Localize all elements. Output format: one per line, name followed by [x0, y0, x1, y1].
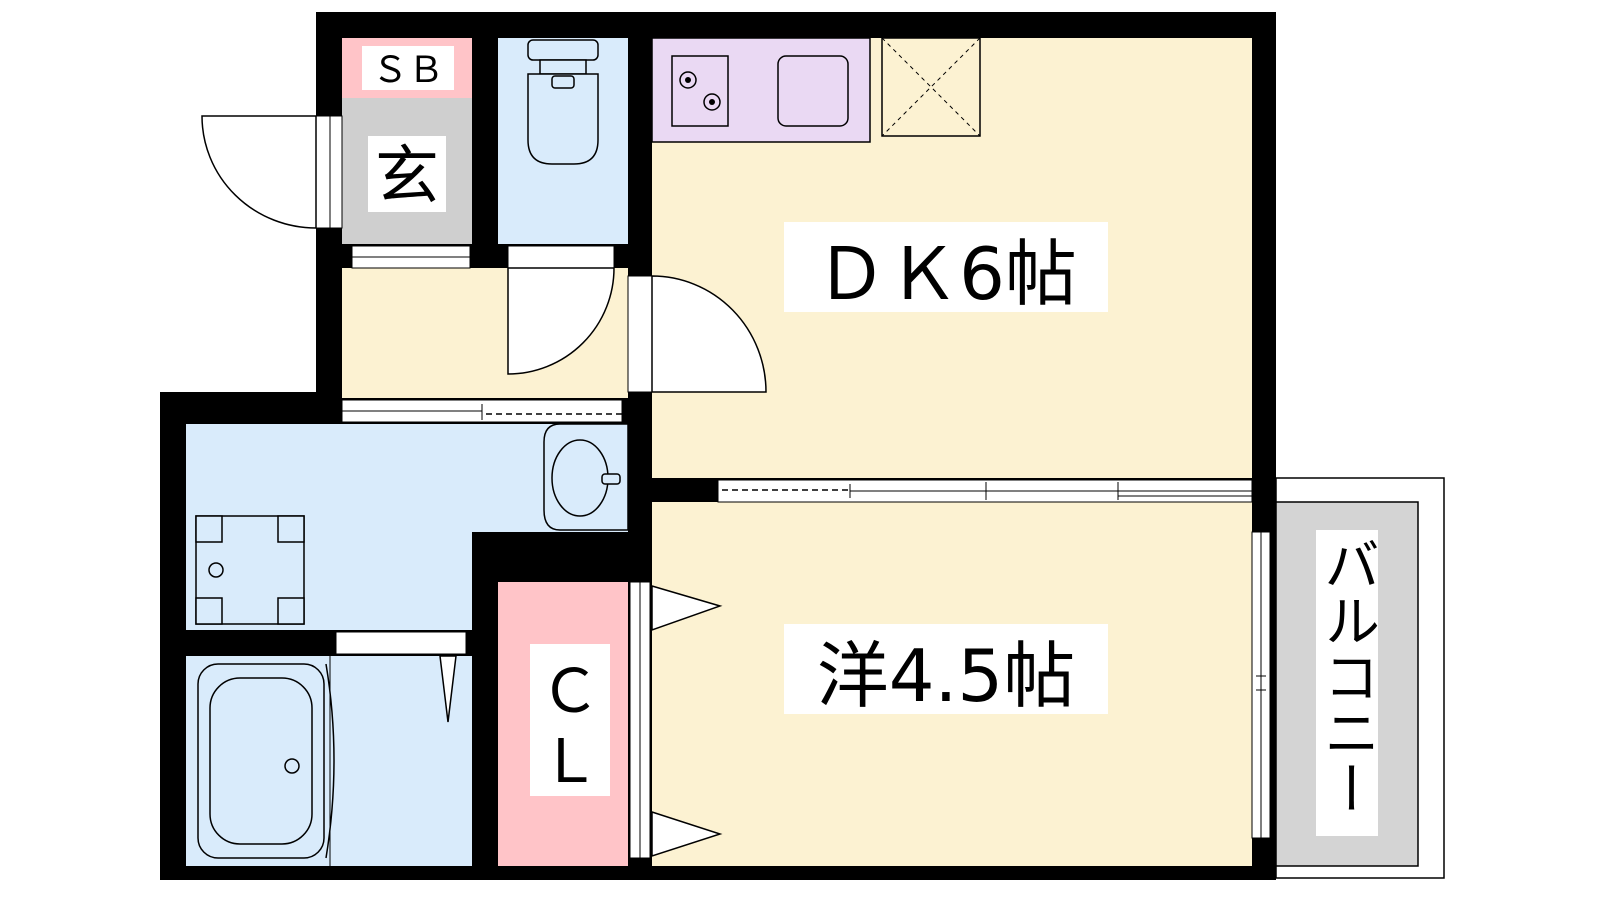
western-label: 洋4.5帖: [817, 634, 1076, 718]
fridge-space: [881, 37, 981, 137]
shoebox-label-bg: [362, 46, 454, 90]
balcony-label-bg: [1316, 530, 1378, 836]
entrance-label-bg: [368, 136, 446, 212]
toilet-bowl: [527, 73, 599, 165]
burner-icon: [703, 93, 721, 111]
toilet-tank: [527, 39, 599, 61]
closet-label-bg: [530, 644, 610, 796]
dk-label: ＤＫ6帖: [815, 232, 1077, 316]
entrance-door-swing: [201, 115, 317, 229]
shoebox-label: ＳＢ: [372, 50, 444, 91]
burner-icon: [679, 71, 697, 89]
sink: [777, 55, 849, 127]
toilet-door-swing: [507, 267, 615, 375]
closet-label-l: Ｌ: [540, 727, 600, 797]
stove: [671, 55, 729, 127]
balcony-label: バルコニー: [1315, 536, 1380, 816]
entrance-label: 玄: [375, 140, 439, 214]
western-label-bg: [784, 624, 1108, 714]
closet-label-c: Ｃ: [540, 657, 600, 727]
dk-door-swing: [651, 275, 767, 393]
dk-label-bg: [784, 222, 1108, 312]
entrance-door-opening: [315, 115, 343, 229]
